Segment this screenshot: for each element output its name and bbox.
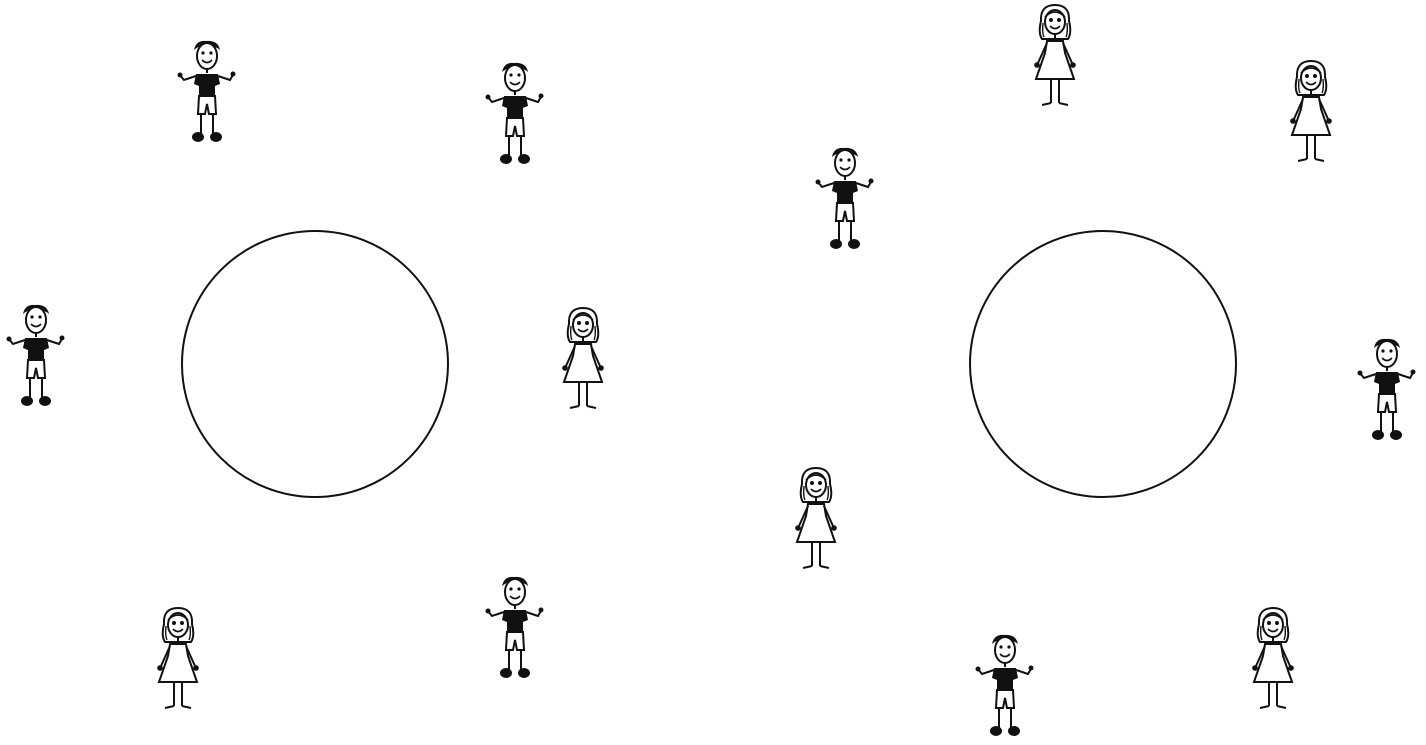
girl-stick-figure-icon <box>151 606 205 721</box>
girl-stick-figure-icon <box>1246 606 1300 721</box>
round-table-right <box>969 230 1237 498</box>
girl-stick-figure-icon <box>1284 59 1338 174</box>
girl-stick-figure-icon <box>789 466 843 581</box>
girl-stick-figure-icon <box>1028 3 1082 118</box>
boy-stick-figure-icon <box>5 304 65 414</box>
boy-stick-figure-icon <box>176 40 236 150</box>
round-table-left <box>181 230 449 498</box>
boy-stick-figure-icon <box>974 634 1034 744</box>
boy-stick-figure-icon <box>1356 338 1416 448</box>
boy-stick-figure-icon <box>484 62 544 172</box>
boy-stick-figure-icon <box>484 576 544 686</box>
boy-stick-figure-icon <box>814 147 874 257</box>
girl-stick-figure-icon <box>556 306 610 421</box>
